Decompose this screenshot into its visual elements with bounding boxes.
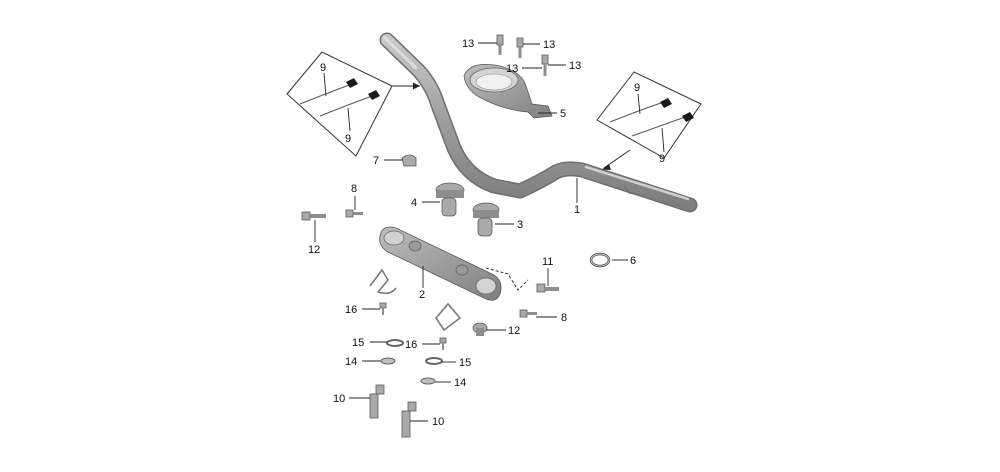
hose-clip-part: [589, 252, 611, 268]
callout-14-right: 14: [454, 377, 466, 389]
bolt-8-upper-part: [345, 209, 363, 218]
callout-13-a: 13: [462, 38, 474, 50]
cap-12-lower-part: [472, 322, 488, 336]
callout-14-left: 14: [345, 356, 357, 368]
callout-8-lower: 8: [561, 312, 567, 324]
cable-clip-part: [401, 154, 417, 167]
bar-mount-3-part: [472, 202, 500, 237]
top-clamp-part: [463, 63, 553, 119]
washer-14-left-part: [380, 357, 396, 365]
callout-10-right: 10: [432, 416, 444, 428]
lower-clamp-part: [379, 226, 502, 301]
callout-10-left: 10: [333, 393, 345, 405]
callout-13-d: 13: [569, 60, 581, 72]
callout-16-left: 16: [345, 304, 357, 316]
callout-9-right-bottom: 9: [659, 153, 665, 165]
callout-3: 3: [517, 219, 523, 231]
callout-16-right: 16: [405, 339, 417, 351]
bar-mount-4-part: [435, 182, 465, 217]
clamp-bolts-part: [496, 34, 549, 76]
callout-13-b: 13: [543, 39, 555, 51]
bolt-8-lower-part: [519, 309, 537, 318]
callout-1: 1: [574, 204, 580, 216]
callout-9-right-top: 9: [634, 82, 640, 94]
wire-clip-left-part: [369, 268, 397, 295]
callout-9-left-top: 9: [320, 62, 326, 74]
bolt-10-right-part: [401, 401, 417, 438]
washer-14-right-part: [420, 377, 436, 385]
handlebar-part: [379, 32, 698, 213]
screw-16-left-part: [379, 302, 387, 315]
callout-2: 2: [419, 289, 425, 301]
callout-15-right: 15: [459, 357, 471, 369]
bolt-10-left-part: [369, 384, 385, 419]
callout-4: 4: [411, 197, 417, 209]
callout-11: 11: [542, 256, 553, 268]
callout-5: 5: [560, 108, 566, 120]
callout-7: 7: [373, 155, 379, 167]
wire-clip-right-part: [434, 302, 462, 332]
callout-6: 6: [630, 255, 636, 267]
detail-box-right: [596, 71, 702, 170]
callout-12-lower: 12: [508, 325, 520, 337]
screw-16-right-part: [439, 337, 447, 350]
washer-15-right-part: [425, 357, 443, 365]
callout-8-upper: 8: [351, 183, 357, 195]
callout-13-c: 13: [506, 63, 518, 75]
leader-lines: [314, 42, 665, 422]
bolt-11-part: [536, 283, 559, 293]
callout-15-left: 15: [352, 337, 364, 349]
callout-9-left-bottom: 9: [345, 133, 351, 145]
washer-15-left-part: [386, 339, 404, 347]
callout-labels: 1 2 3 4 5 6 7 8 8 9 9 9 9 10 10 11 12 12…: [308, 38, 665, 428]
callout-12-left: 12: [308, 244, 320, 256]
bolt-12-left-part: [301, 211, 326, 221]
detail-box-left: [286, 51, 420, 157]
